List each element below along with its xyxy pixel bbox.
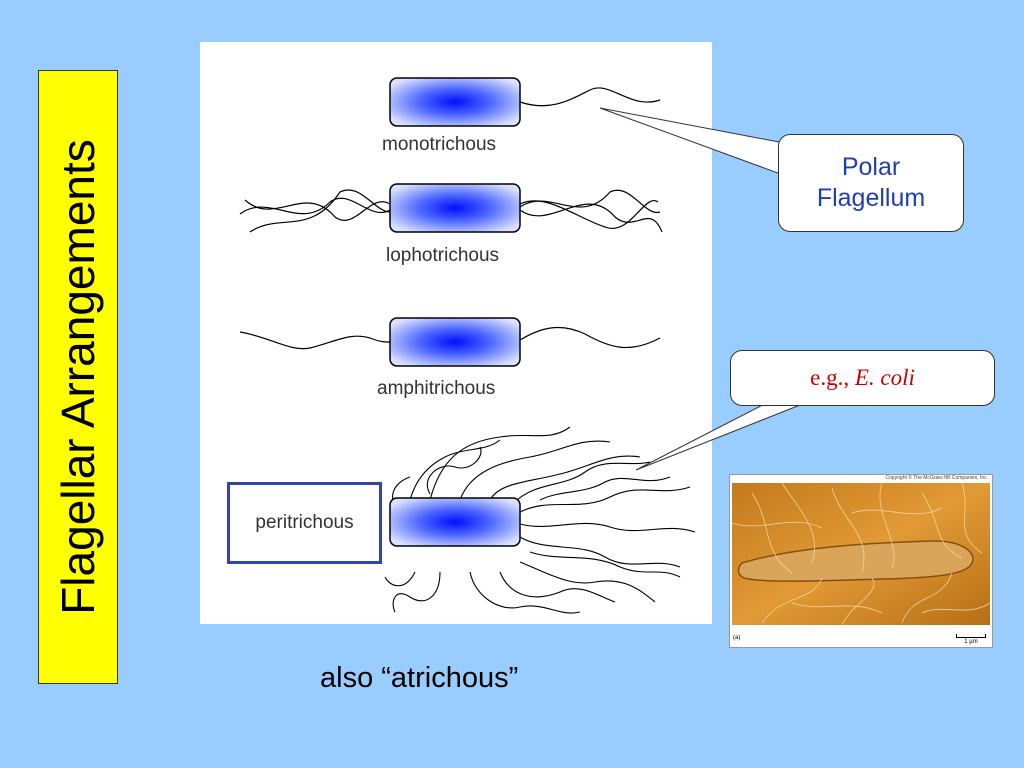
peritrichous-cell — [384, 426, 696, 614]
micrograph-photo: Copyright © The McGraw-Hill Companies, I… — [729, 474, 993, 648]
lophotrichous-cell — [239, 183, 663, 233]
ecoli-prefix: e.g., — [810, 365, 850, 390]
peritrichous-body — [389, 497, 521, 547]
ecoli-micrograph — [732, 483, 990, 625]
photo-copyright: Copyright © The McGraw-Hill Companies, I… — [885, 475, 988, 481]
polar-pointer — [599, 107, 801, 177]
atrichous-caption: also “atrichous” — [320, 662, 519, 694]
flagella-diagram — [239, 77, 696, 614]
flagellum-label: Flagellum — [816, 184, 926, 212]
peritrichous-box: peritrichous — [227, 482, 382, 564]
amphitrichous-cell — [239, 317, 661, 367]
label-lophotrichous: lophotrichous — [386, 245, 500, 266]
scale-label: 1 µm — [964, 639, 978, 645]
ecoli-callout: e.g., E. coli — [730, 350, 995, 406]
ecoli-name: E. coli — [854, 365, 915, 390]
polar-flagellum-callout: Polar Flagellum — [778, 134, 964, 232]
title-box: Flagellar Arrangements — [38, 70, 118, 684]
diagram-panel: monotrichous lophotrichous amphitrichous… — [200, 42, 712, 624]
scale-bar: 1 µm — [956, 634, 986, 645]
photo-panel-label: (a) — [733, 635, 741, 641]
label-peritrichous: peritrichous — [255, 512, 354, 533]
label-monotrichous: monotrichous — [382, 134, 497, 155]
label-amphitrichous: amphitrichous — [377, 378, 496, 399]
polar-label: Polar — [841, 153, 901, 181]
monotrichous-cell — [389, 77, 661, 127]
